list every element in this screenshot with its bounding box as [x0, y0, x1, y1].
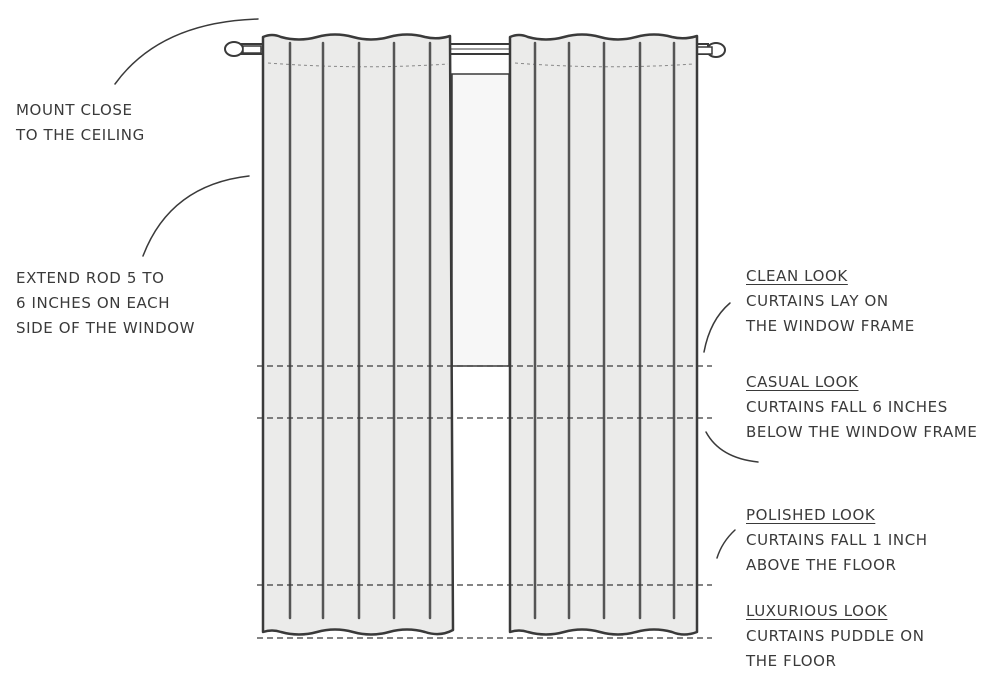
option-line: CURTAINS LAY ON	[746, 292, 889, 310]
option-line: CURTAINS FALL 1 INCH	[746, 531, 928, 549]
note-extend-rod: EXTEND ROD 5 TO 6 INCHES ON EACH SIDE OF…	[16, 266, 195, 341]
pointer-mount-close	[114, 18, 259, 85]
pointer-casual-look	[705, 431, 759, 463]
note-line: SIDE OF THE WINDOW	[16, 319, 196, 337]
note-line: MOUNT CLOSE	[16, 101, 133, 119]
option-line: CURTAINS FALL 6 INCHES	[746, 398, 948, 416]
note-line: TO THE CEILING	[16, 126, 145, 144]
rod-finial-left	[224, 41, 244, 57]
option-line: CURTAINS PUDDLE ON	[746, 627, 925, 645]
note-line: 6 INCHES ON EACH	[16, 294, 171, 312]
option-heading: LUXURIOUS LOOK	[746, 602, 888, 620]
pointer-polished-look	[716, 529, 736, 559]
option-line: THE WINDOW FRAME	[746, 317, 915, 335]
option-line: BELOW THE WINDOW FRAME	[746, 423, 978, 441]
option-clean-look: CLEAN LOOK CURTAINS LAY ON THE WINDOW FR…	[746, 264, 915, 339]
option-luxurious-look: LUXURIOUS LOOK CURTAINS PUDDLE ON THE FL…	[746, 599, 925, 674]
option-line: ABOVE THE FLOOR	[746, 556, 897, 574]
note-line: EXTEND ROD 5 TO	[16, 269, 165, 287]
option-heading: CASUAL LOOK	[746, 373, 859, 391]
option-polished-look: POLISHED LOOK CURTAINS FALL 1 INCH ABOVE…	[746, 503, 928, 578]
option-line: THE FLOOR	[746, 652, 837, 670]
length-guide-lines	[257, 365, 712, 639]
pointer-curves	[114, 18, 759, 559]
option-heading: CLEAN LOOK	[746, 267, 848, 285]
curtain-folds-left	[288, 41, 432, 620]
pointer-clean-look	[703, 302, 731, 353]
note-mount-close: MOUNT CLOSE TO THE CEILING	[16, 98, 145, 148]
pointer-extend-rod	[142, 175, 250, 257]
option-casual-look: CASUAL LOOK CURTAINS FALL 6 INCHES BELOW…	[746, 370, 977, 445]
window-opening	[451, 73, 510, 367]
curtain-folds-right	[533, 41, 676, 620]
option-heading: POLISHED LOOK	[746, 506, 876, 524]
